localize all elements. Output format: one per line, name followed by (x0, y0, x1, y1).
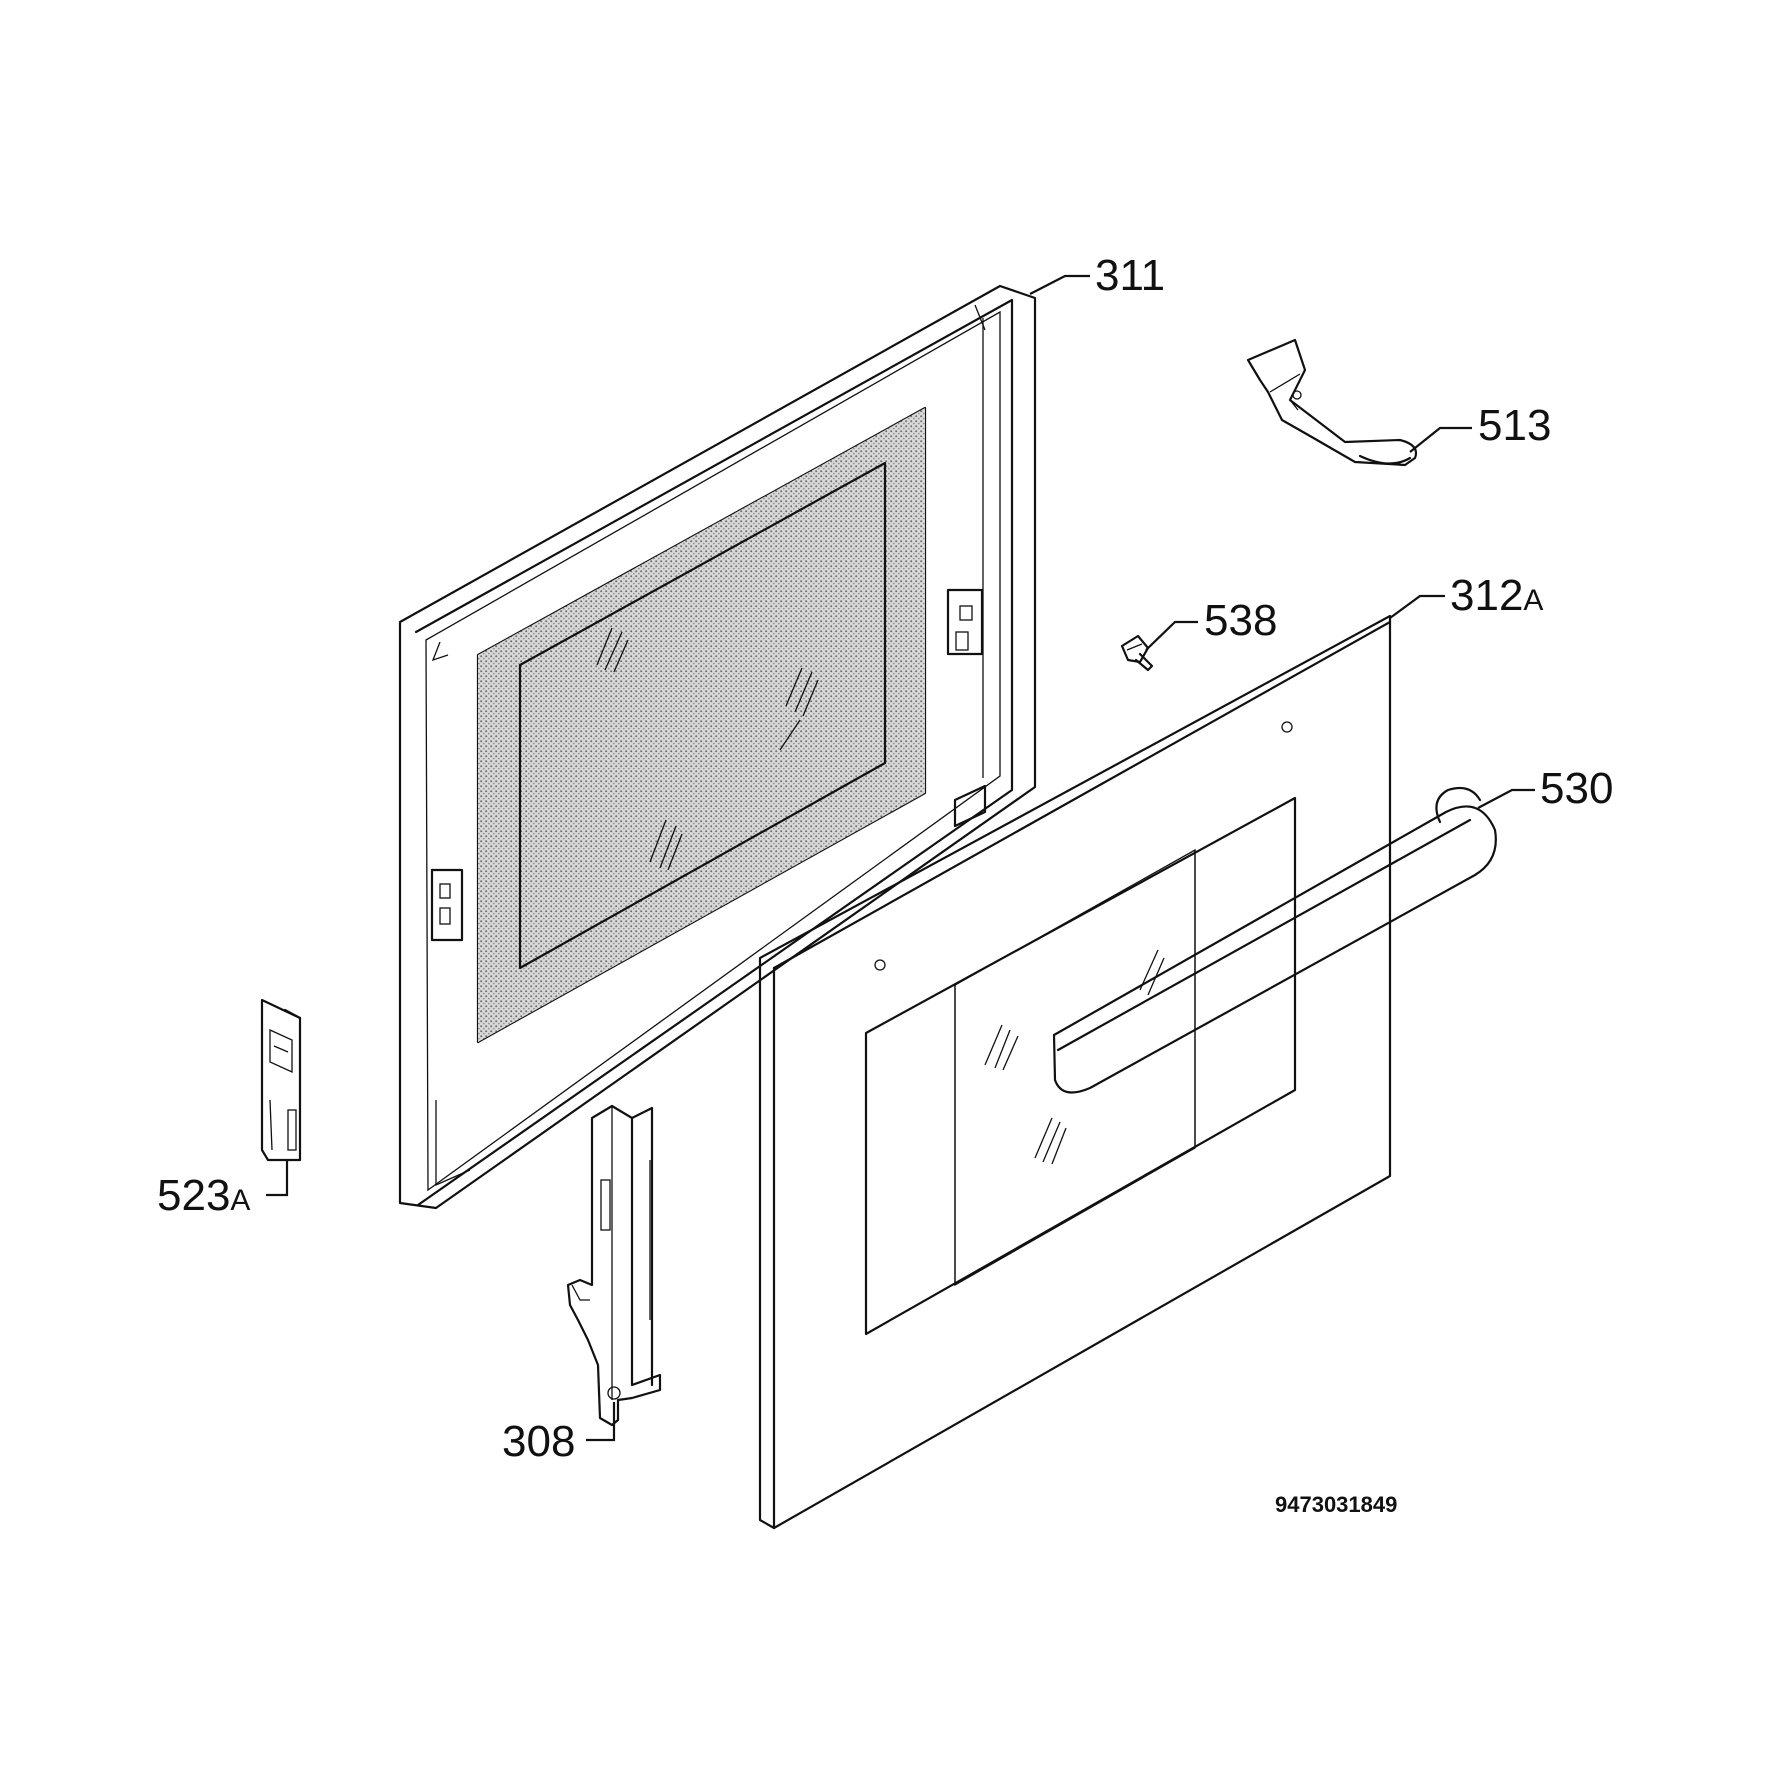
callout-538: 538 (1204, 596, 1277, 645)
callout-530: 530 (1540, 764, 1613, 813)
callout-308: 308 (502, 1417, 575, 1466)
callout-523a: 523A (157, 1171, 250, 1220)
callout-312a-number: 312 (1450, 571, 1523, 620)
hinge-308 (566, 1104, 662, 1427)
callout-523a-suffix: A (230, 1184, 250, 1217)
hinge-catch-513 (1246, 338, 1418, 467)
door-handle-530 (1052, 786, 1497, 1094)
callout-523a-number: 523 (157, 1171, 230, 1220)
callout-311: 311 (1095, 251, 1165, 300)
drawing-code: 9473031849 (1275, 1492, 1397, 1517)
callout-312a-suffix: A (1523, 584, 1543, 617)
callout-513: 513 (1478, 401, 1551, 450)
latch-523a (260, 998, 302, 1162)
screw-538 (1120, 634, 1154, 672)
inner-door-frame-311 (398, 284, 1037, 1210)
callout-312a: 312A (1450, 571, 1543, 620)
outer-door-panel-312a (758, 614, 1392, 1530)
leader-lines (266, 274, 1535, 1442)
